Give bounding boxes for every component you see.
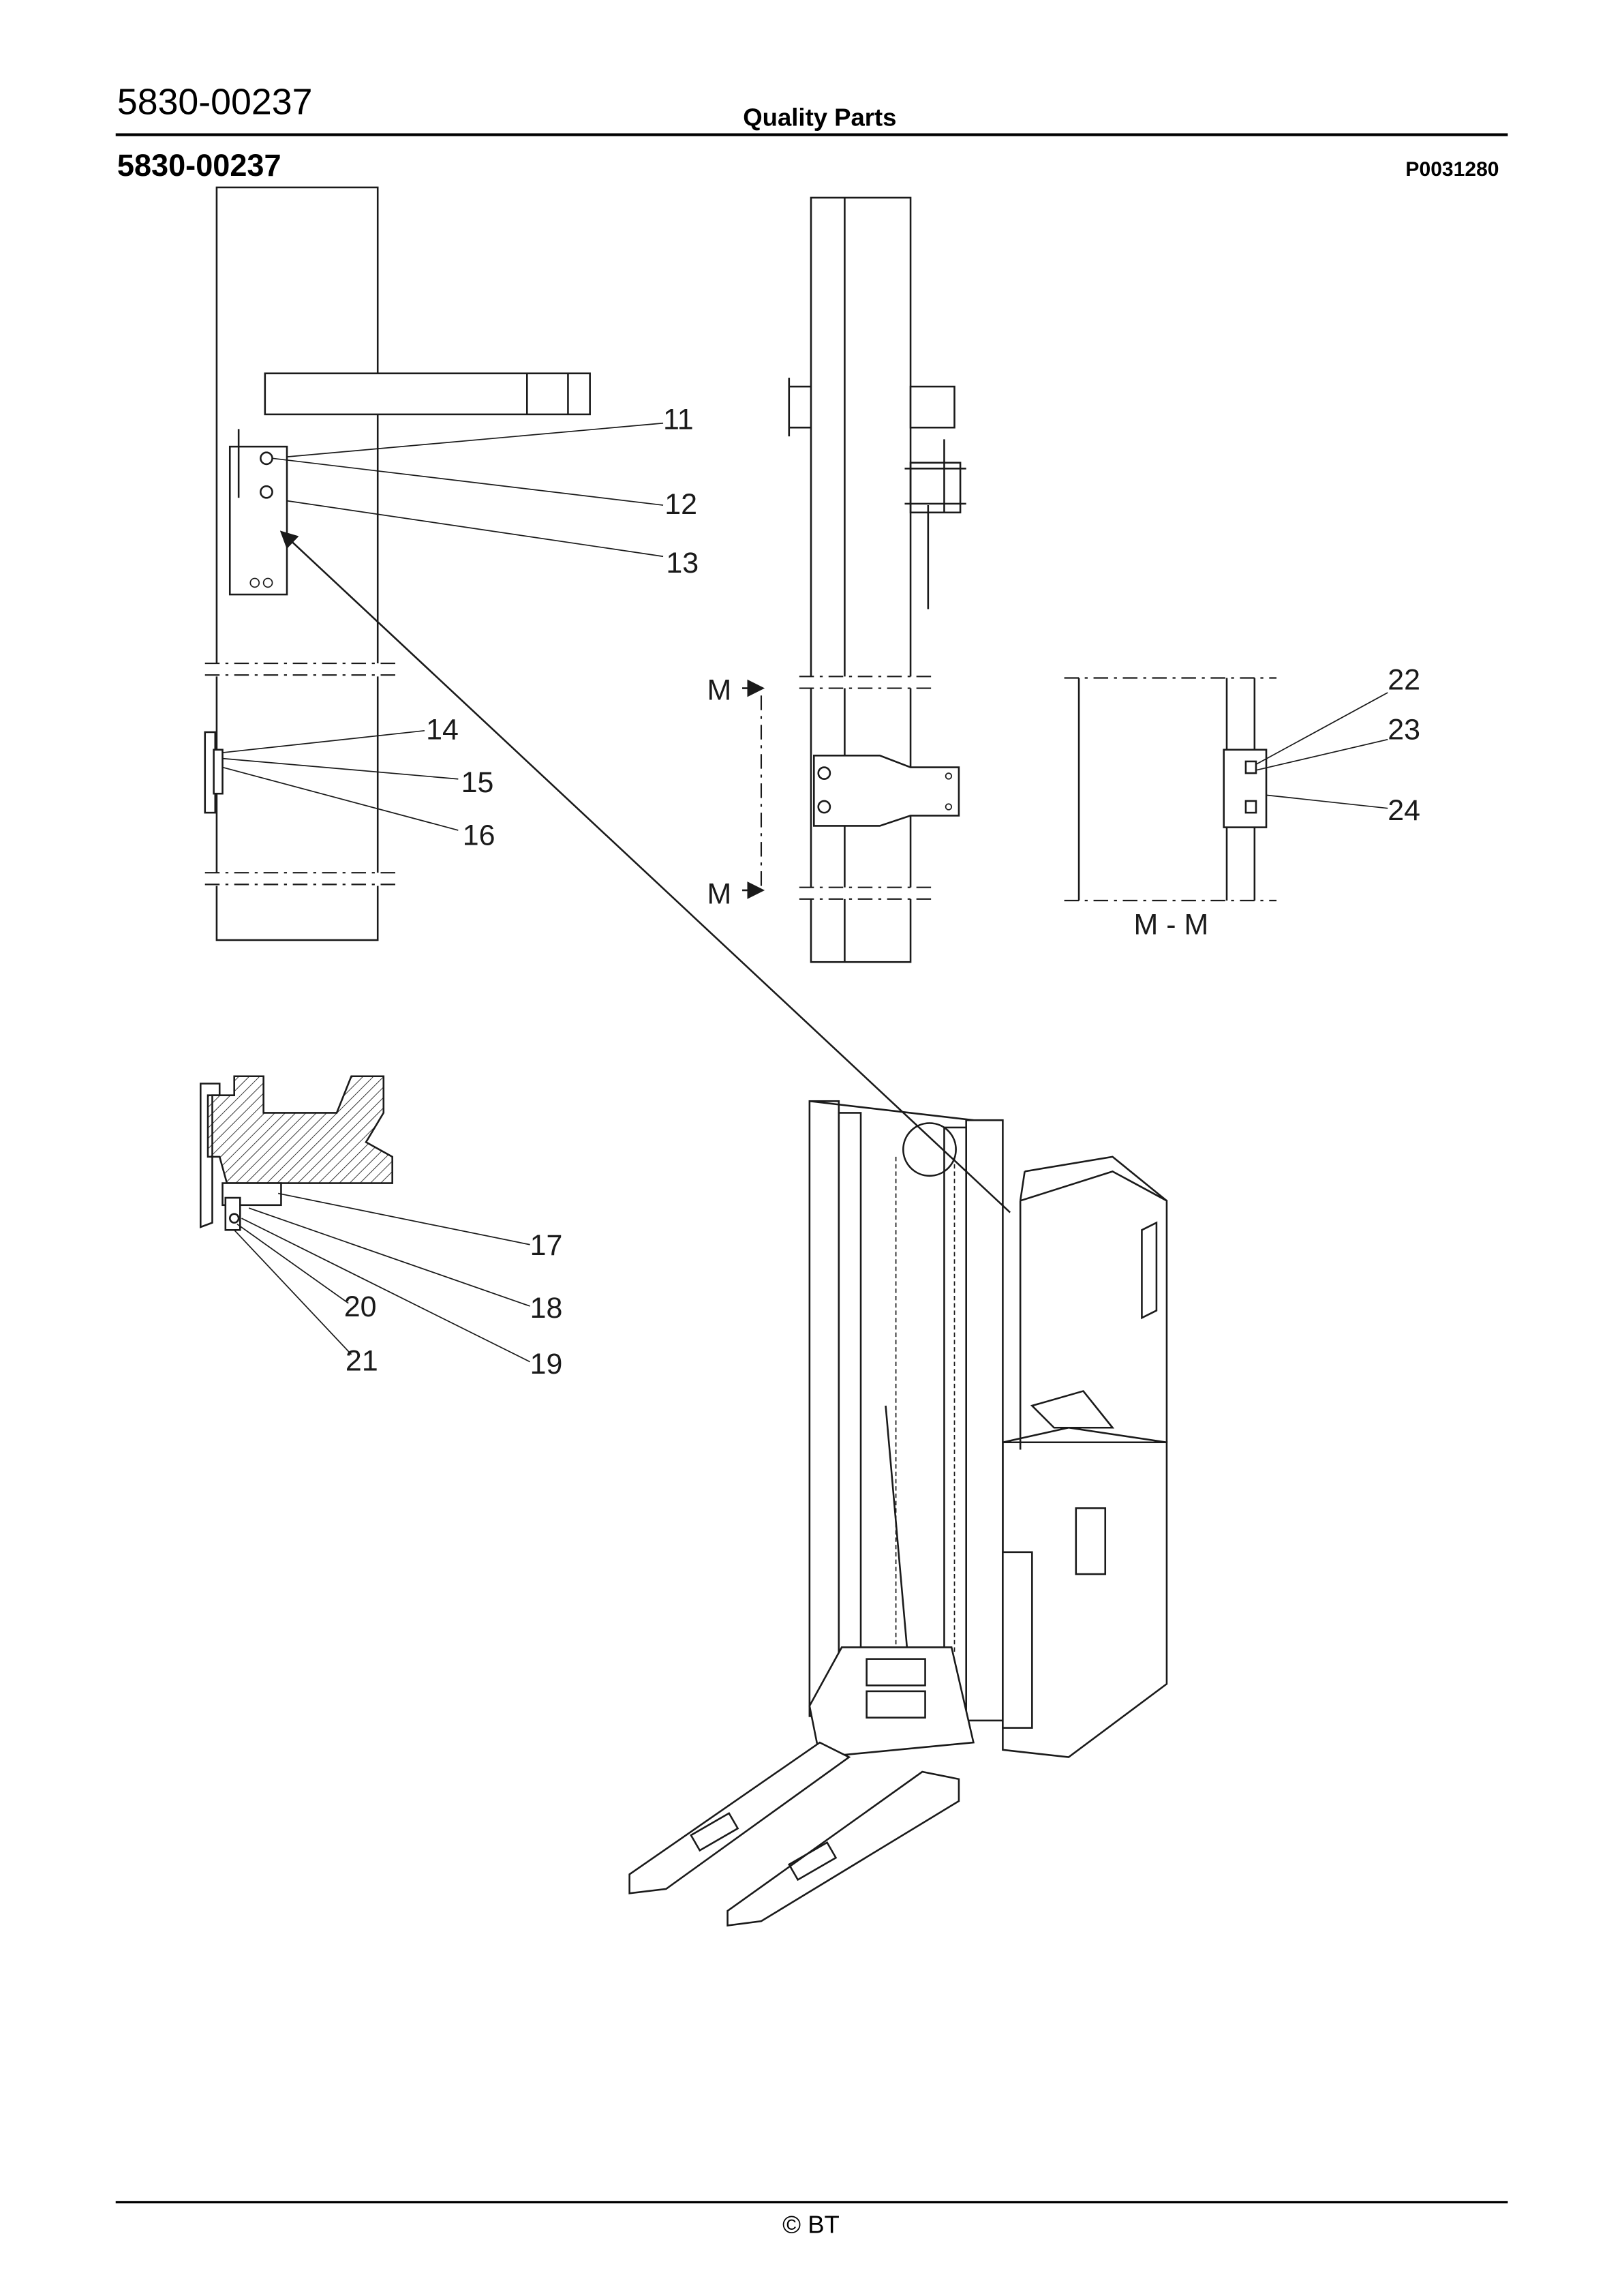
forklift-illustration [279, 530, 1168, 1927]
callout-20: 20 [344, 1290, 377, 1323]
section-m-m-view [1064, 677, 1388, 902]
callout-17: 17 [530, 1229, 563, 1262]
document-number: 5830-00237 [117, 82, 313, 123]
callout-15: 15 [461, 766, 494, 799]
rail-cross-section [200, 1075, 530, 1363]
callout-11: 11 [663, 403, 694, 436]
drawing-reference: P0031280 [1405, 158, 1499, 181]
copyright: © BT [782, 2211, 840, 2239]
callout-19: 19 [530, 1348, 563, 1380]
callout-24: 24 [1388, 794, 1420, 827]
callout-16: 16 [463, 819, 495, 851]
mast-side-view [742, 196, 966, 963]
callout-23: 23 [1388, 714, 1420, 746]
header-title: Quality Parts [743, 104, 896, 132]
callout-12: 12 [664, 488, 697, 521]
diagram-title: 5830-00237 [117, 148, 281, 183]
callout-14: 14 [426, 714, 459, 746]
mast-front-view [204, 186, 664, 941]
callout-22: 22 [1388, 664, 1420, 697]
section-marker-top: M [707, 674, 731, 707]
callout-21: 21 [346, 1344, 378, 1377]
callout-13: 13 [666, 547, 699, 579]
section-label: M - M [1134, 908, 1209, 941]
callout-18: 18 [530, 1292, 563, 1325]
section-marker-bottom: M [707, 877, 731, 910]
